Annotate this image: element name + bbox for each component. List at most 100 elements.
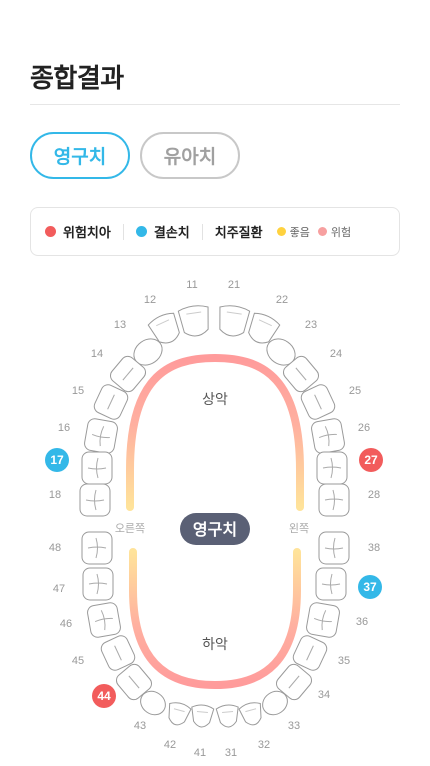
tooth-27[interactable] [316, 451, 348, 485]
upper-periodontal-arc [126, 353, 304, 511]
tooth-32[interactable] [238, 701, 265, 728]
tooth-46[interactable] [86, 602, 121, 639]
tooth-number-label: 43 [134, 720, 146, 732]
tooth-number-36: 36 [356, 616, 368, 628]
tooth-11[interactable] [177, 304, 212, 338]
tooth-16[interactable] [83, 418, 118, 455]
tooth-33[interactable] [258, 687, 292, 720]
tooth-number-31: 31 [225, 747, 237, 759]
tooth-28[interactable] [318, 483, 350, 517]
tooth-14[interactable] [108, 354, 149, 395]
tooth-number-15: 15 [72, 385, 84, 397]
tooth-24[interactable] [281, 354, 322, 395]
tooth-15[interactable] [92, 382, 130, 421]
tooth-number-42: 42 [164, 739, 176, 751]
tooth-number-26: 26 [358, 422, 370, 434]
tooth-number-label: 31 [225, 747, 237, 759]
tab-primary[interactable]: 유아치 [140, 132, 240, 179]
dentition-tabs: 영구치 유아치 [30, 132, 240, 179]
tooth-38[interactable] [318, 531, 350, 565]
tooth-number-label: 17 [50, 453, 64, 467]
tooth-number-label: 33 [288, 720, 300, 732]
tooth-crown [140, 690, 166, 716]
tooth-groove [85, 489, 105, 511]
legend-risk-tooth: 위험치아 [45, 222, 111, 241]
tooth-43[interactable] [136, 687, 170, 720]
status-badge [92, 684, 116, 708]
tooth-number-label: 35 [338, 655, 350, 667]
tooth-number-label: 41 [194, 747, 206, 759]
legend-good-label: 좋음 [289, 226, 310, 239]
tooth-number-41: 41 [194, 747, 206, 759]
lower-periodontal-arc [129, 548, 301, 690]
tooth-number-17: 17 [45, 448, 69, 472]
legend-missing-label: 결손치 [153, 225, 190, 240]
tooth-42[interactable] [165, 701, 192, 728]
tooth-17[interactable] [81, 451, 113, 485]
tooth-number-label: 24 [330, 348, 342, 360]
tooth-number-label: 32 [258, 739, 270, 751]
tooth-number-48: 48 [49, 542, 61, 554]
tooth-groove [313, 610, 332, 631]
tooth-groove [94, 610, 113, 631]
tooth-groove [288, 675, 300, 689]
tooth-41[interactable] [190, 704, 215, 728]
legend: 위험치아 결손치 치주질환 좋음 위험 [30, 207, 400, 256]
tooth-groove [88, 573, 108, 595]
legend-divider [122, 223, 124, 240]
legend-risk-label: 위험치아 [63, 225, 111, 240]
tooth-47[interactable] [82, 567, 114, 601]
tooth-number-label: 46 [60, 618, 72, 630]
left-side-label: 왼쪽 [289, 521, 309, 535]
legend-divider [201, 223, 203, 240]
tooth-number-11: 11 [186, 279, 197, 291]
tooth-12[interactable] [147, 310, 184, 347]
tooth-21[interactable] [216, 304, 251, 338]
tooth-groove [91, 426, 110, 447]
tooth-crown [262, 690, 288, 716]
tooth-groove [107, 394, 115, 410]
tooth-edge [258, 319, 272, 327]
tooth-edge [222, 711, 234, 713]
tooth-number-33: 33 [288, 720, 300, 732]
tooth-number-16: 16 [58, 422, 70, 434]
tooth-number-label: 34 [318, 689, 330, 701]
tooth-crown [248, 312, 281, 344]
tooth-edge [173, 708, 185, 713]
tooth-31[interactable] [215, 704, 240, 728]
tooth-35[interactable] [291, 633, 329, 672]
tooth-25[interactable] [299, 382, 337, 421]
tooth-groove [114, 645, 122, 661]
tooth-edge [226, 311, 242, 315]
tooth-number-label: 14 [91, 348, 103, 360]
tooth-number-34: 34 [318, 689, 330, 701]
tooth-number-label: 38 [368, 542, 380, 554]
tooth-number-label: 42 [164, 739, 176, 751]
tooth-number-32: 32 [258, 739, 270, 751]
tooth-number-label: 16 [58, 422, 70, 434]
tooth-44[interactable] [114, 662, 155, 703]
tooth-18[interactable] [79, 483, 111, 517]
legend-missing-tooth: 결손치 [135, 222, 190, 241]
status-badge [358, 575, 382, 599]
tooth-number-label: 47 [53, 583, 65, 595]
tooth-34[interactable] [274, 662, 315, 703]
tooth-26[interactable] [310, 418, 345, 455]
tooth-48[interactable] [81, 531, 113, 565]
tooth-groove [87, 457, 107, 479]
tooth-number-label: 22 [276, 294, 288, 306]
tooth-groove [122, 367, 134, 381]
tab-permanent[interactable]: 영구치 [30, 132, 130, 179]
tooth-number-label: 48 [49, 542, 61, 554]
title-divider [30, 104, 400, 105]
tooth-22[interactable] [244, 310, 281, 347]
tooth-groove [324, 537, 344, 559]
tooth-groove [324, 489, 344, 511]
tooth-36[interactable] [305, 602, 340, 639]
center-badge-label: 영구치 [193, 521, 237, 539]
tooth-45[interactable] [99, 633, 137, 672]
legend-periodontal-label: 치주질환 [214, 225, 263, 240]
tooth-37[interactable] [315, 567, 347, 601]
tooth-groove [322, 457, 342, 479]
tooth-number-label: 37 [363, 580, 377, 594]
